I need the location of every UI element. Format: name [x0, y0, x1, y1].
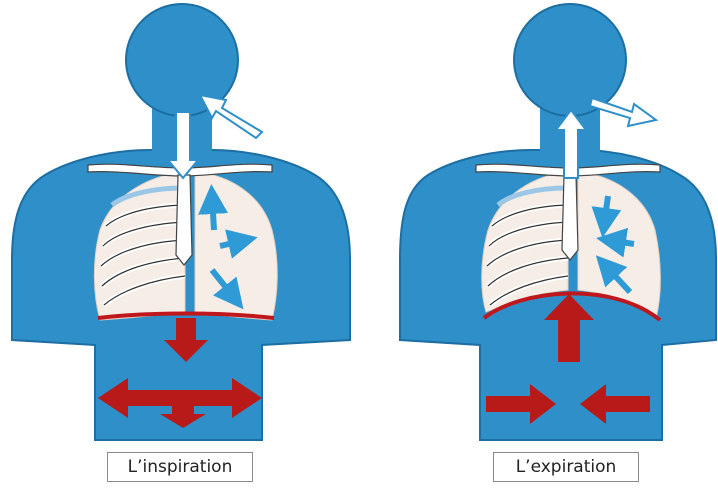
head: [514, 4, 626, 116]
inspiration-caption: L’inspiration: [107, 452, 253, 482]
sternum: [562, 175, 578, 260]
expiration-panel: [400, 4, 716, 440]
inspiration-panel: [12, 4, 350, 440]
sternum: [176, 175, 192, 265]
expiration-caption: L’expiration: [493, 452, 639, 482]
